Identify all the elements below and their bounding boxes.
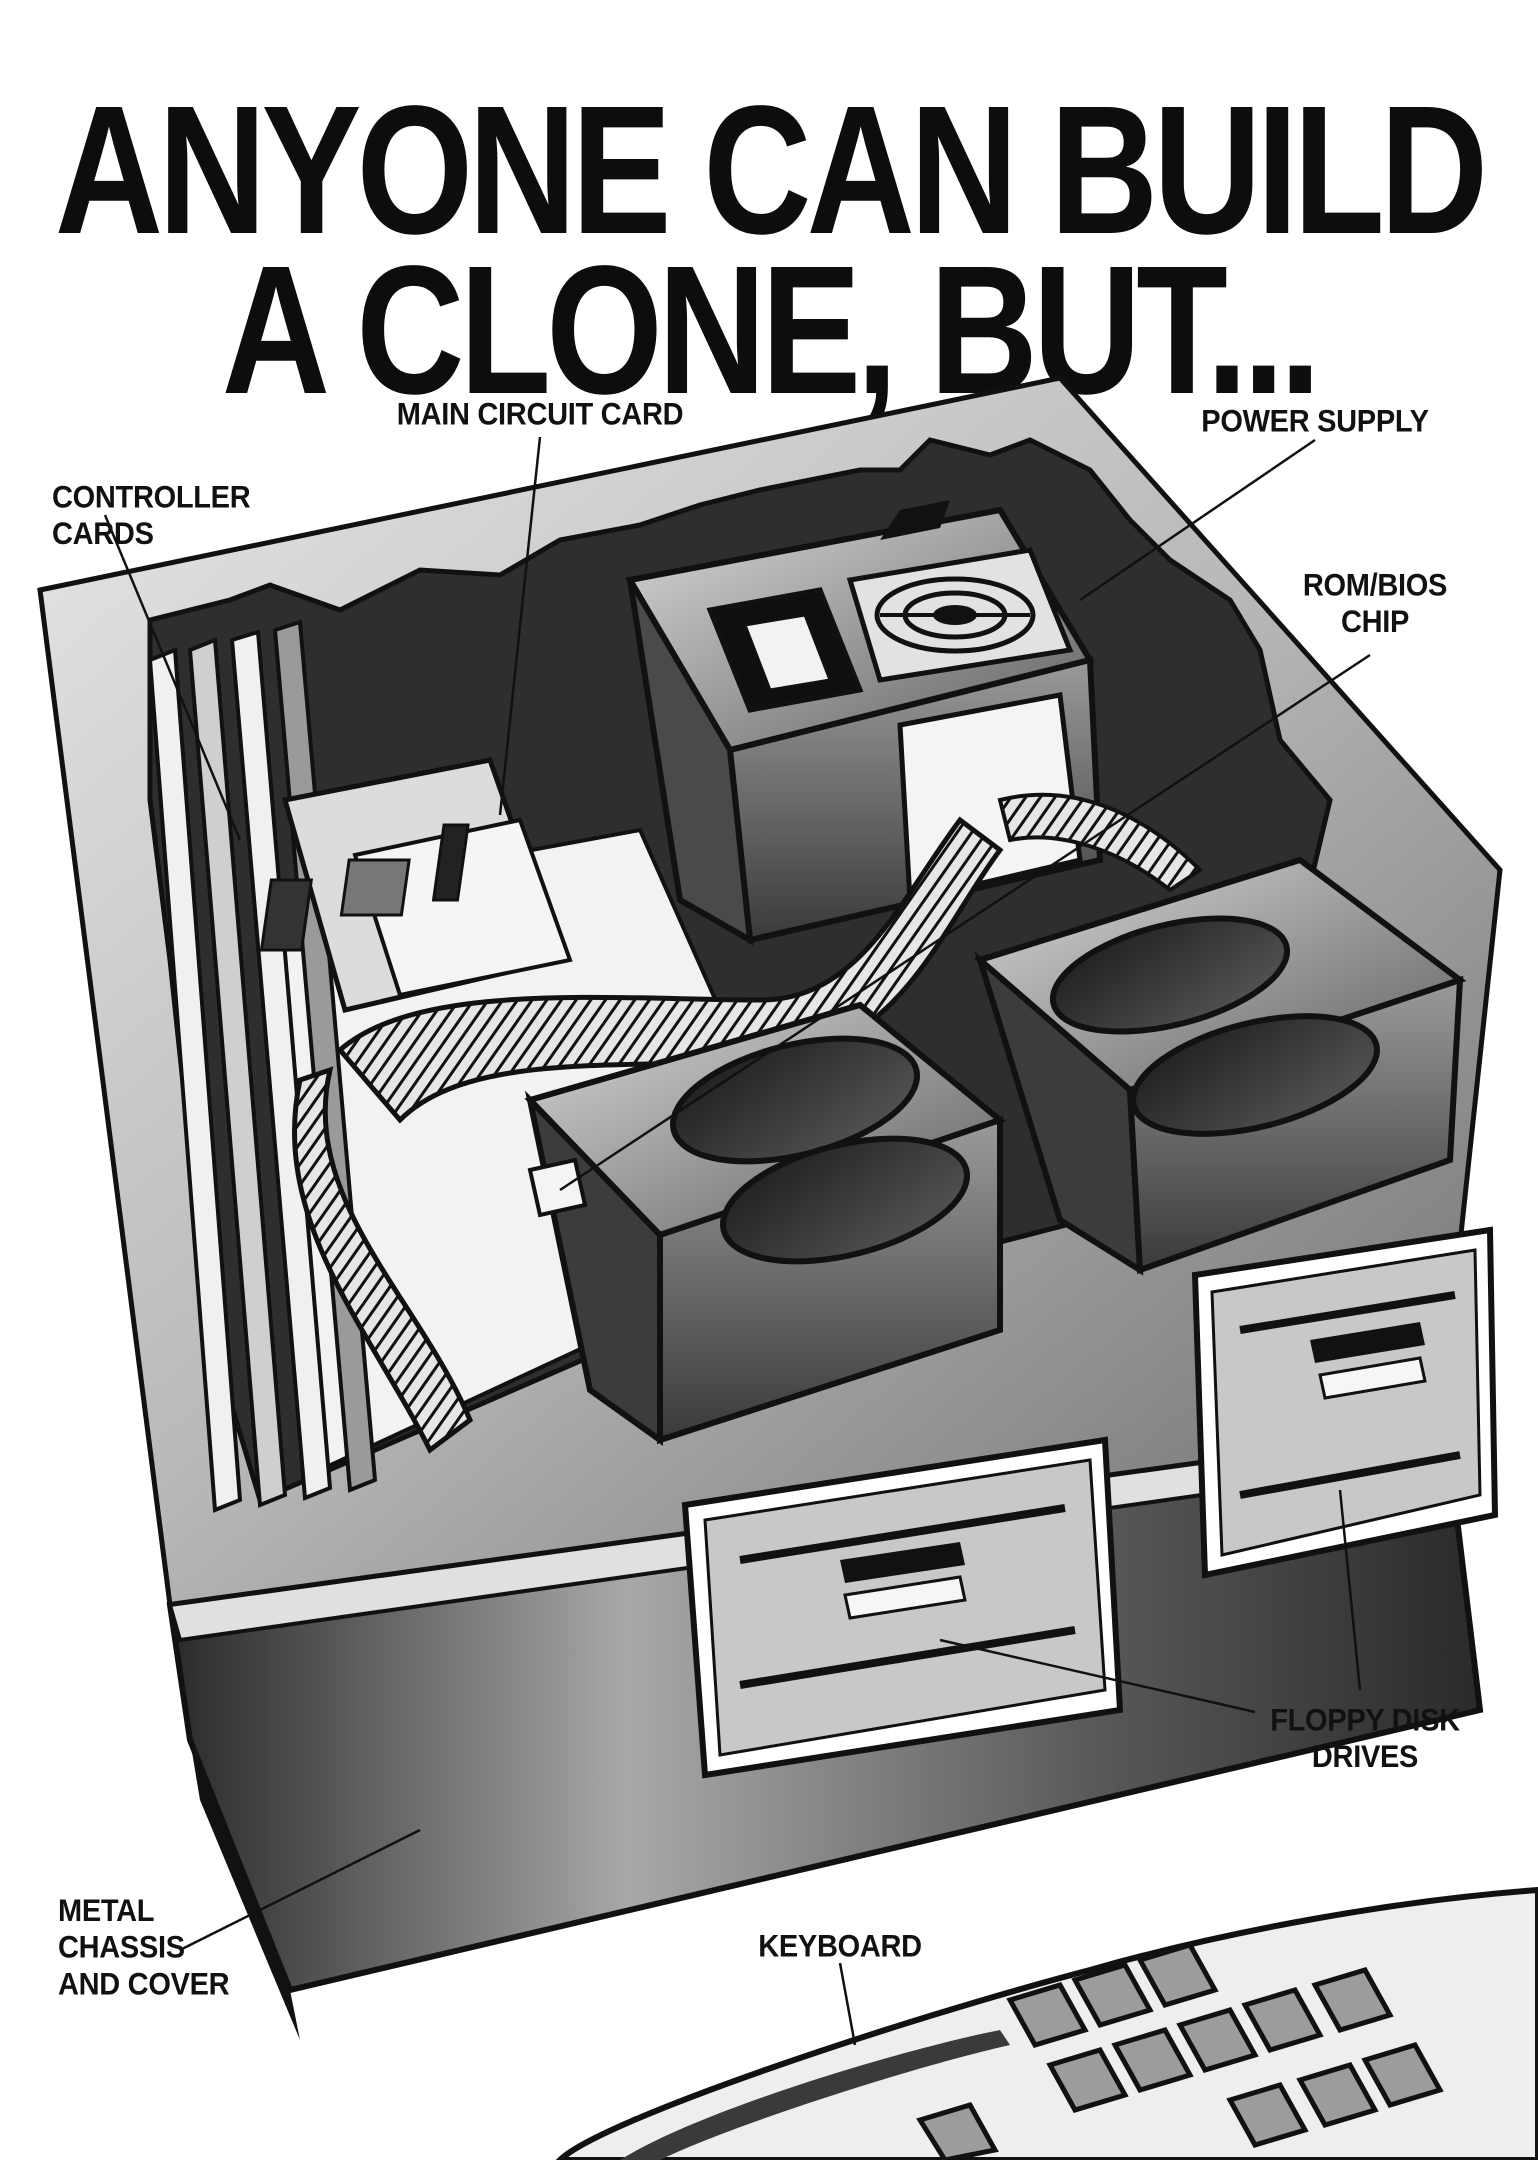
- label-rom-bios-line-2: CHIP: [1340, 605, 1410, 640]
- label-floppy-line-2: DRIVES: [1311, 1740, 1419, 1775]
- power-supply: [625, 500, 1104, 946]
- label-metal-chassis-and-cover: METAL CHASSIS AND COVER: [58, 1893, 258, 2003]
- main-circuit-card: [259, 757, 573, 1013]
- ribbon-cables: [292, 792, 1204, 1454]
- label-metal-line-3: AND COVER: [58, 1967, 230, 2002]
- leader-keyboard: [838, 1962, 857, 2046]
- label-floppy-line-1: FLOPPY DISK: [1270, 1703, 1460, 1738]
- label-metal-line-2: CHASSIS: [58, 1930, 185, 1966]
- label-metal-line-1: METAL: [58, 1894, 155, 1929]
- label-controller-cards: CONTROLLER CARDS: [52, 480, 251, 552]
- label-rom-bios: ROM/BIOS CHIP: [1285, 567, 1465, 640]
- leader-metal-chassis: [179, 1828, 421, 1952]
- label-keyboard: KEYBOARD: [758, 1929, 922, 1965]
- leader-floppy-left: [939, 1638, 1256, 1714]
- leader-controller-cards: [103, 514, 242, 841]
- floppy-drive-right-box: [973, 856, 1467, 1276]
- label-floppy-disk-drives: FLOPPY DISK DRIVES: [1255, 1702, 1475, 1775]
- label-rom-bios-line-1: ROM/BIOS: [1302, 568, 1448, 603]
- leader-lines: [103, 436, 1371, 2046]
- keyboard: [555, 1886, 1538, 2160]
- headline-line-2: A CLONE, BUT...: [221, 227, 1321, 432]
- leader-rom-bios: [559, 653, 1371, 1192]
- leader-main-circuit-card: [498, 436, 542, 816]
- floppy-drive-left-box: [524, 1001, 1007, 1446]
- label-main-circuit-card: MAIN CIRCUIT CARD: [396, 397, 684, 433]
- label-power-supply: POWER SUPPLY: [1201, 404, 1429, 440]
- headline-line-1: ANYONE CAN BUILD: [54, 67, 1488, 272]
- rom-bios-chip: [527, 1157, 588, 1218]
- floppy-drive-front-right: [1191, 1226, 1499, 1579]
- floppy-drive-front-left: [681, 1436, 1124, 1779]
- leader-power-supply: [1079, 438, 1316, 602]
- leader-floppy-right: [1338, 1489, 1362, 1691]
